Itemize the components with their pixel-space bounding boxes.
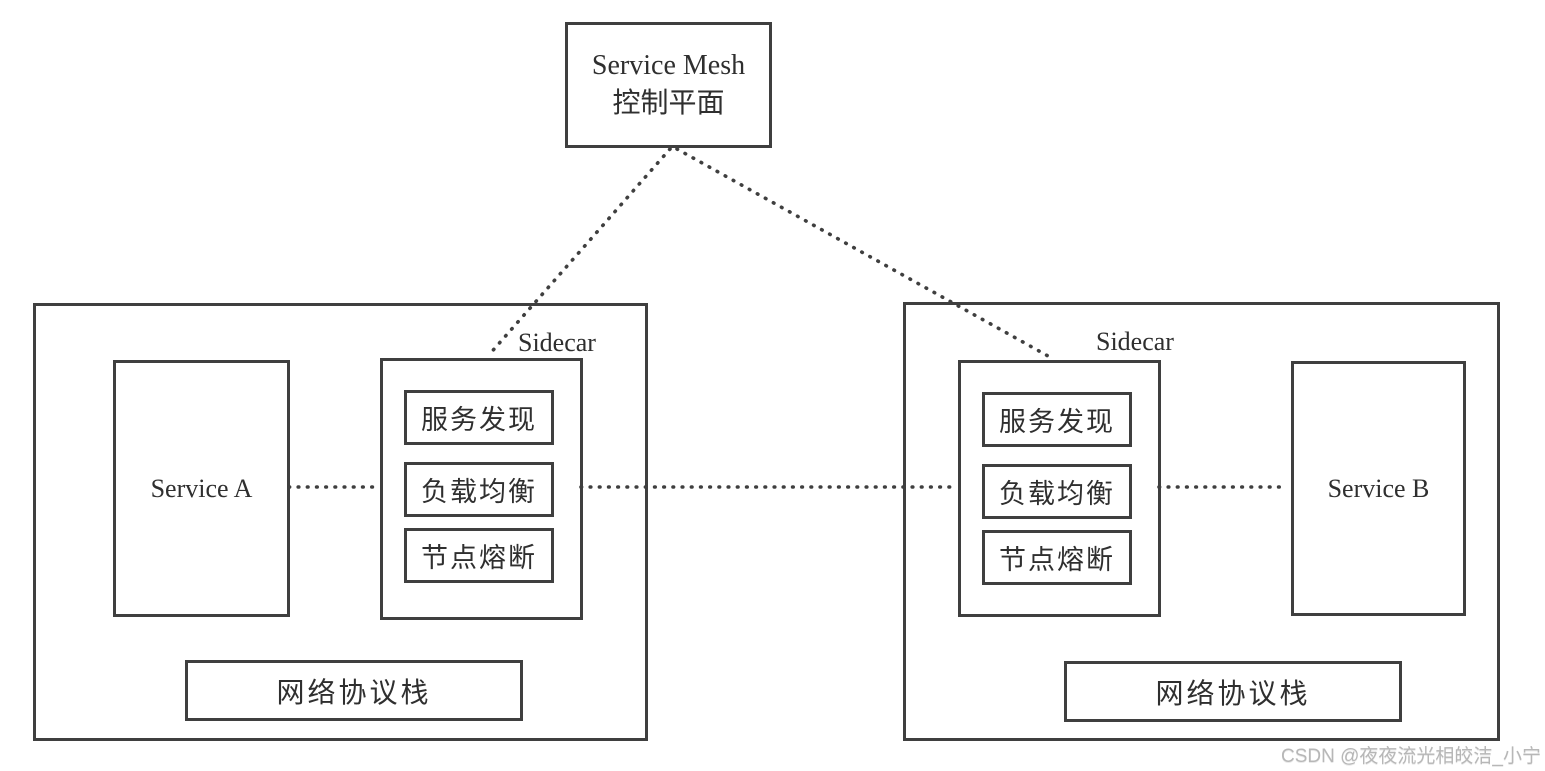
load-balancing-box-left: 负载均衡 (404, 462, 554, 517)
service-discovery-label-right: 服务发现 (999, 407, 1115, 437)
service-discovery-box-right: 服务发现 (982, 392, 1132, 447)
load-balancing-label-right: 负载均衡 (999, 479, 1115, 509)
sidecar-box-left: 服务发现 负载均衡 节点熔断 (380, 358, 583, 620)
control-plane-title-zh: 控制平面 (612, 88, 725, 119)
service-discovery-box-left: 服务发现 (404, 390, 554, 445)
sidecar-label-left: Sidecar (518, 328, 596, 357)
network-stack-label-right: 网络协议栈 (1155, 678, 1311, 710)
sidecar-label-right: Sidecar (1096, 327, 1174, 356)
network-stack-box-left: 网络协议栈 (185, 660, 523, 721)
csdn-watermark: CSDN @夜夜流光相皎洁_小宁 (1281, 746, 1541, 767)
load-balancing-label-left: 负载均衡 (421, 477, 537, 507)
node-b-container: Sidecar 服务发现 负载均衡 节点熔断 Service B 网络协议栈 (903, 302, 1500, 741)
service-b-label: Service B (1327, 473, 1430, 503)
sidecar-box-right: 服务发现 负载均衡 节点熔断 (958, 360, 1161, 617)
service-b-box: Service B (1291, 361, 1466, 616)
control-plane-box: Service Mesh 控制平面 (565, 22, 772, 148)
control-plane-title-en: Service Mesh (591, 50, 746, 81)
service-a-box: Service A (113, 360, 290, 617)
circuit-breaker-box-left: 节点熔断 (404, 528, 554, 583)
network-stack-label-left: 网络协议栈 (276, 677, 432, 709)
node-a-container: Service A Sidecar 服务发现 负载均衡 节点熔断 网络协议栈 (33, 303, 648, 741)
service-discovery-label-left: 服务发现 (421, 405, 537, 435)
service-a-label: Service A (150, 473, 253, 503)
network-stack-box-right: 网络协议栈 (1064, 661, 1402, 722)
load-balancing-box-right: 负载均衡 (982, 464, 1132, 519)
circuit-breaker-label-right: 节点熔断 (999, 545, 1115, 575)
circuit-breaker-box-right: 节点熔断 (982, 530, 1132, 585)
circuit-breaker-label-left: 节点熔断 (421, 543, 537, 573)
